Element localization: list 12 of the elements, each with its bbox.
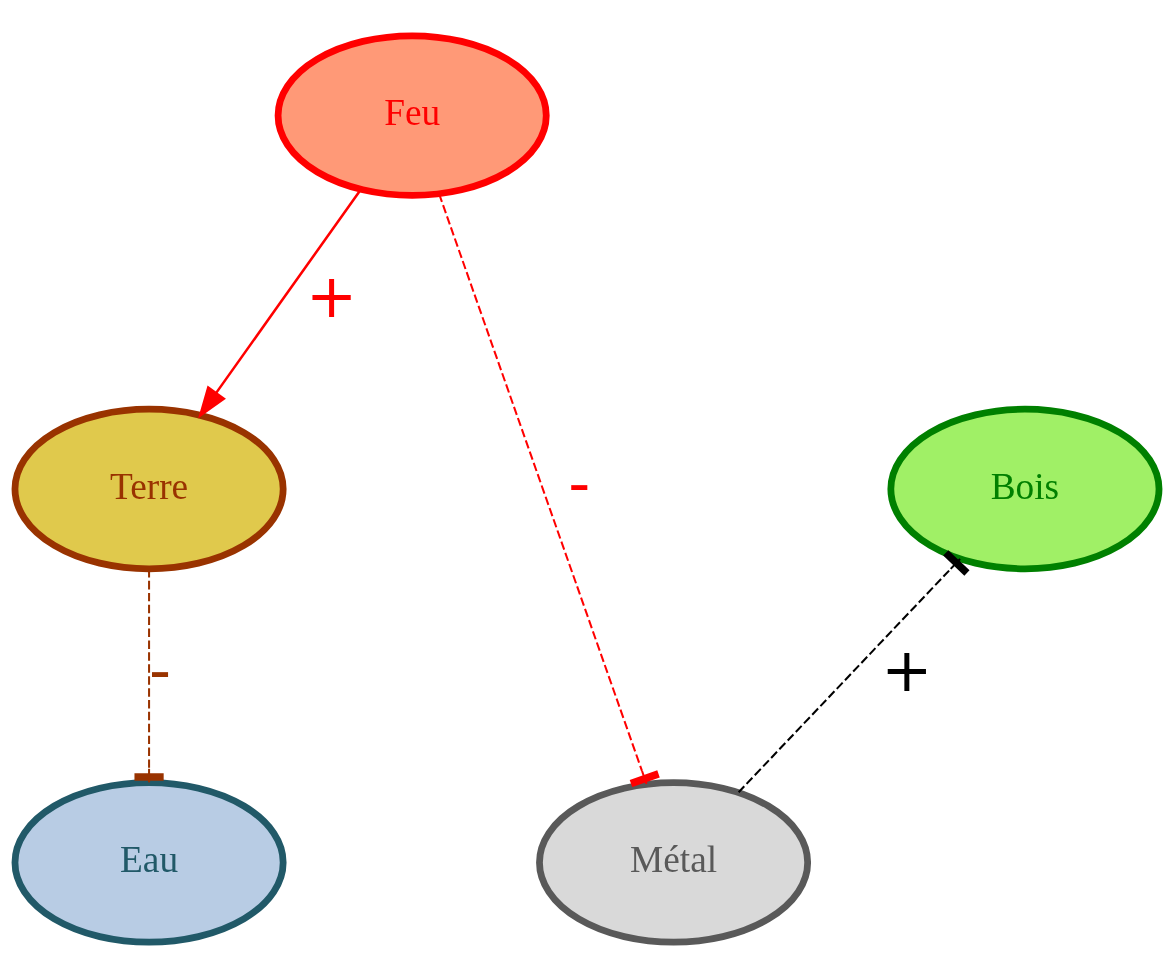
edge-label: - xyxy=(568,446,591,518)
node-ellipse: Feu xyxy=(274,32,550,199)
connector xyxy=(134,569,164,783)
arrow xyxy=(198,188,362,419)
edge-label: + xyxy=(881,633,933,705)
connector xyxy=(737,550,970,793)
node-ellipse: Métal xyxy=(536,779,812,946)
node-ellipse: Eau xyxy=(11,779,287,946)
edge-label: - xyxy=(149,633,172,705)
connector xyxy=(438,193,660,788)
node-ellipse: Terre xyxy=(11,405,287,573)
edge-label: + xyxy=(305,260,358,332)
